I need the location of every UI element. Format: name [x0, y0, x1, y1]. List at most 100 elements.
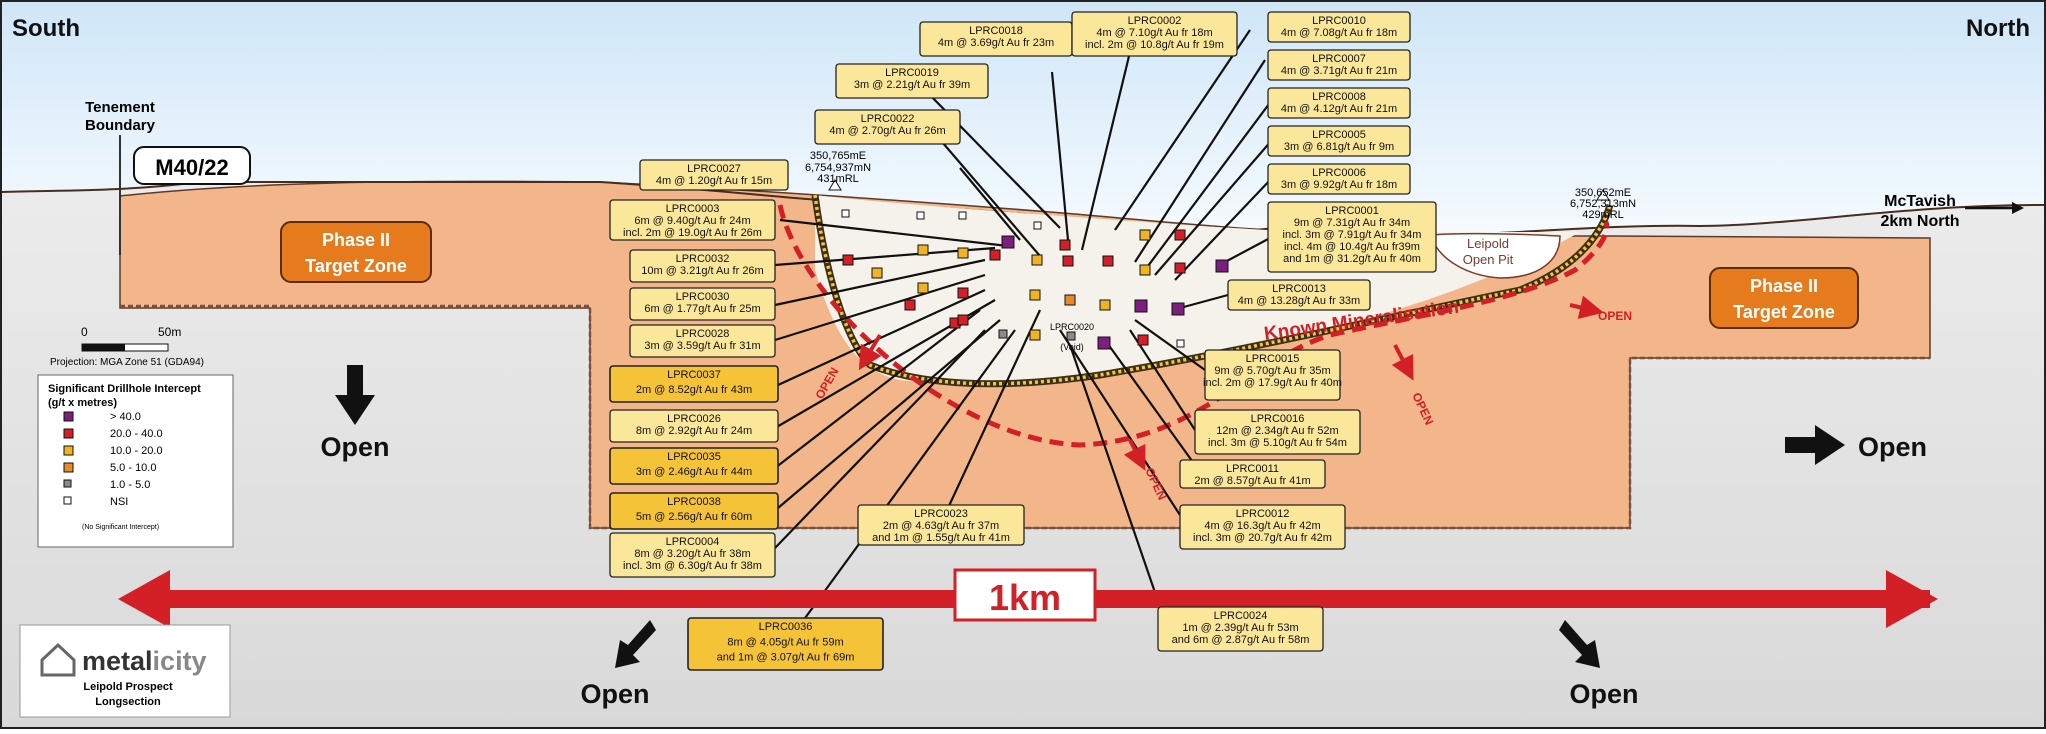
callout-hole-id: LPRC0012 — [1236, 508, 1290, 520]
callout-intercept: 4m @ 13.28g/t Au fr 33m — [1238, 295, 1360, 307]
legend-item-label: 5.0 - 10.0 — [110, 462, 156, 474]
callout-hole-id: LPRC0007 — [1312, 53, 1366, 65]
metalicity-logo: metalicity Leipold Prospect Longsection — [19, 624, 231, 718]
callout-intercept: 9m @ 7.31g/t Au fr 34m — [1294, 217, 1410, 229]
callout-intercept: incl. 2m @ 17.9g/t Au fr 40m — [1203, 377, 1342, 389]
callout-hole-id: LPRC0026 — [667, 413, 721, 425]
tenement-boundary: Tenement Boundary — [85, 99, 156, 255]
callout-hole-id: LPRC0008 — [1312, 91, 1366, 103]
callout-intercept: 4m @ 2.70g/t Au fr 26m — [829, 125, 945, 137]
callout-hole-id: LPRC0015 — [1246, 353, 1300, 365]
svg-text:431mRL: 431mRL — [817, 173, 859, 185]
legend-item-label: 1.0 - 5.0 — [110, 479, 150, 491]
callout-intercept: 8m @ 2.92g/t Au fr 24m — [636, 425, 752, 437]
callout-hole-id: LPRC0005 — [1312, 129, 1366, 141]
svg-text:Significant Drillhole Intercep: Significant Drillhole Intercept — [48, 383, 201, 395]
callout-hole-id: LPRC0013 — [1272, 283, 1326, 295]
callout-intercept: 4m @ 7.08g/t Au fr 18m — [1281, 27, 1397, 39]
callout-intercept: 6m @ 1.77g/t Au fr 25m — [644, 303, 760, 315]
callout-lprc0035: LPRC0035 3m @ 2.46g/t Au fr 44m — [609, 447, 779, 485]
callout-intercept: incl. 2m @ 19.0g/t Au fr 26m — [623, 227, 762, 239]
svg-text:6,754,937mN: 6,754,937mN — [805, 162, 871, 174]
svg-text:Target Zone: Target Zone — [305, 256, 407, 276]
tenement-id-box — [133, 146, 251, 185]
svg-text:(g/t x metres): (g/t x metres) — [48, 397, 117, 409]
svg-text:LPRC0020: LPRC0020 — [1050, 322, 1094, 332]
callout-intercept: 9m @ 5.70g/t Au fr 35m — [1214, 365, 1330, 377]
callout-hole-id: LPRC0002 — [1128, 15, 1182, 27]
svg-text:Target Zone: Target Zone — [1733, 302, 1835, 322]
svg-text:McTavish: McTavish — [1884, 193, 1956, 210]
phase2-target-zone-left: Phase II Target Zone — [280, 221, 432, 283]
drill-traces — [774, 29, 1273, 626]
legend-item-label: 20.0 - 40.0 — [110, 428, 163, 440]
callout-hole-id: LPRC0011 — [1226, 463, 1279, 475]
legend-item: > 40.0 — [63, 411, 141, 423]
svg-text:0: 0 — [81, 325, 88, 339]
svg-text:50m: 50m — [158, 325, 181, 339]
callout-intercept: incl. 3m @ 5.10g/t Au fr 54m — [1208, 437, 1347, 449]
leipold-open-pit-label: Leipold Open Pit — [1463, 236, 1514, 267]
callout-intercept: incl. 3m @ 6.30g/t Au fr 38m — [623, 560, 762, 572]
svg-text:OPEN: OPEN — [1598, 309, 1632, 323]
svg-text:Open Pit: Open Pit — [1463, 252, 1514, 267]
legend-item: NSI — [63, 496, 128, 508]
callout-hole-id: LPRC0006 — [1312, 167, 1366, 179]
callout-intercept: 4m @ 3.71g/t Au fr 21m — [1281, 65, 1397, 77]
callout-intercept: 12m @ 2.34g/t Au fr 52m — [1216, 425, 1338, 437]
callout-hole-id: LPRC0003 — [666, 203, 720, 215]
callout-intercept: 3m @ 6.81g/t Au fr 9m — [1284, 141, 1394, 153]
svg-text:Boundary: Boundary — [85, 117, 156, 134]
callout-intercept: 3m @ 2.46g/t Au fr 44m — [636, 466, 752, 478]
void-label: LPRC0020 (Void) — [1050, 322, 1094, 352]
callout-hole-id: LPRC0023 — [914, 508, 968, 520]
known-mineralisation-line — [777, 204, 1610, 448]
callout-intercept: 5m @ 2.56g/t Au fr 60m — [636, 511, 752, 523]
callout-intercept: incl. 3m @ 20.7g/t Au fr 42m — [1193, 532, 1332, 544]
open-right: Open — [1785, 425, 1927, 465]
callout-hole-id: LPRC0018 — [969, 25, 1023, 37]
svg-text:Open: Open — [1858, 432, 1927, 462]
svg-text:350,652mE: 350,652mE — [1575, 187, 1631, 199]
callout-intercept: 4m @ 3.69g/t Au fr 23m — [938, 37, 1054, 49]
callout-intercept: 3m @ 3.59g/t Au fr 31m — [644, 340, 760, 352]
legend-item: 20.0 - 40.0 — [63, 428, 163, 440]
open-bottom-left: Open — [580, 620, 656, 709]
legend-item: 1.0 - 5.0 — [63, 479, 150, 491]
callout-hole-id: LPRC0019 — [885, 67, 939, 79]
callout-intercept: 1m @ 2.39g/t Au fr 53m — [1182, 622, 1298, 634]
callout-hole-id: LPRC0001 — [1325, 205, 1379, 217]
legend-item: 10.0 - 20.0 — [63, 445, 163, 457]
svg-text:(Void): (Void) — [1060, 342, 1084, 352]
svg-text:Open: Open — [320, 432, 389, 462]
callout-hole-id: LPRC0022 — [861, 113, 915, 125]
tenement-id: M40/22 — [155, 155, 228, 180]
callout-hole-id: LPRC0036 — [759, 621, 813, 633]
legend: Significant Drillhole Intercept (g/t x m… — [37, 374, 234, 548]
callout-hole-id: LPRC0024 — [1214, 610, 1268, 622]
svg-text:(No Significant Intercept): (No Significant Intercept) — [82, 524, 159, 531]
callout-hole-id: LPRC0035 — [667, 451, 721, 463]
svg-text:6,752,313mN: 6,752,313mN — [1570, 198, 1636, 210]
callout-intercept: 2m @ 8.57g/t Au fr 41m — [1194, 475, 1310, 487]
svg-text:Phase II: Phase II — [1750, 276, 1818, 296]
callout-hole-id: LPRC0037 — [667, 369, 721, 381]
svg-text:Open: Open — [1569, 679, 1638, 709]
callout-hole-id: LPRC0030 — [676, 291, 730, 303]
